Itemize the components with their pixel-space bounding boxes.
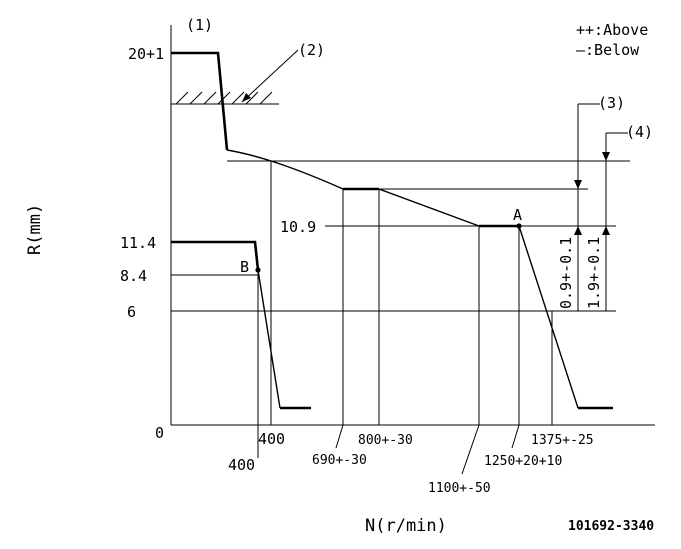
dim-3-arrow-up-icon [574,226,582,235]
legend-below: —:Below [576,41,640,59]
y-label-11-4: 11.4 [120,234,156,252]
callout-1: (1) [186,16,213,34]
upper-curve-start [171,51,229,151]
leader-1100 [461,424,480,475]
dim-3-arrow-down-icon [574,180,582,189]
callout-3: (3) [598,94,625,112]
callout-2: (2) [298,41,325,59]
drawing-code: 101692-3340 [568,519,654,534]
callout-4: (4) [626,123,653,141]
origin-label: 0 [155,424,164,442]
x-label-690: 690+-30 [312,453,367,468]
y-label-top: 20+1 [128,45,164,63]
callout-2-leader [241,49,299,103]
x-label-1375: 1375+-25 [531,433,594,448]
y-label-6: 6 [127,303,136,321]
x-axis-title: N(r/min) [365,516,447,536]
x-label-1250: 1250+20+10 [484,454,562,469]
inner-label-10-9: 10.9 [280,218,316,236]
dim-4-arrow-up-icon [602,226,610,235]
x-label-1100: 1100+-50 [428,481,491,496]
point-b-label: B [240,258,249,276]
stopper-hatch [175,91,273,105]
upper-curve-droop [226,149,344,190]
dim-4-label: 1.9+-0.1 [585,237,603,309]
leader-690 [335,424,344,449]
upper-curve-slope [378,188,480,227]
upper-curve-cutoff [518,225,579,409]
lower-curve-cutoff [257,269,281,409]
legend-above: ++:Above [576,21,648,39]
dim-4-arrow-down-icon [602,152,610,161]
point-a-label: A [513,206,522,224]
leader-1250 [511,424,520,449]
lower-curve-flat [171,240,260,271]
x-label-400b: 400 [258,430,285,448]
y-axis-title: R(mm) [25,204,45,255]
dim-3-label: 0.9+-0.1 [557,237,575,309]
callout-2-arrow-icon [242,93,251,102]
x-label-400a: 400 [228,456,255,474]
x-label-800: 800+-30 [358,433,413,448]
y-label-8-4: 8.4 [120,267,147,285]
